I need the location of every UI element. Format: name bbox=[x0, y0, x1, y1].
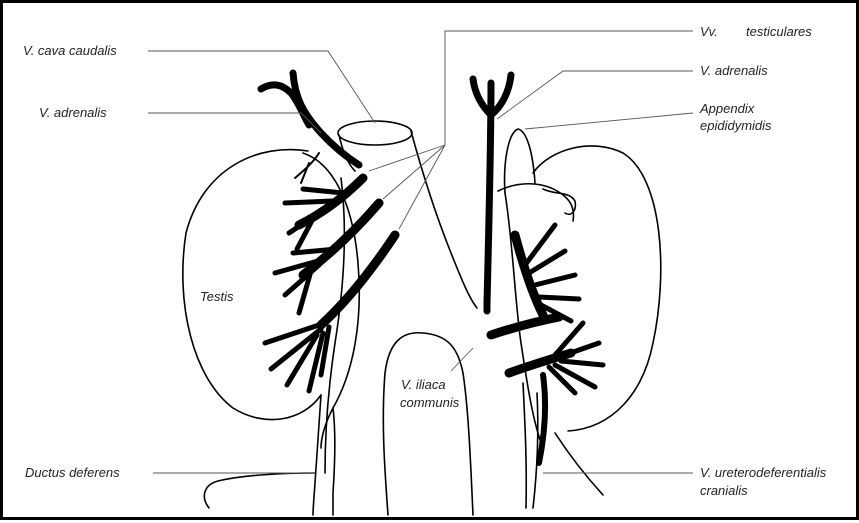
label-v-adrenalis-right: V. adrenalis bbox=[700, 63, 768, 78]
right-testicular-vein-upper-branches bbox=[525, 225, 579, 321]
right-testicular-vein-lower-branches bbox=[549, 323, 603, 393]
right-vein-descending bbox=[539, 375, 545, 463]
label-ductus-deferens: Ductus deferens bbox=[25, 465, 120, 480]
label-v-cava-caudalis: V. cava caudalis bbox=[23, 43, 117, 58]
label-appendix-line1: Appendix bbox=[699, 101, 755, 116]
right-cord-edge bbox=[555, 433, 603, 495]
left-adrenal-branch bbox=[295, 153, 319, 183]
v-iliaca-communis bbox=[383, 333, 473, 515]
label-v-iliaca-line2: communis bbox=[400, 395, 460, 410]
left-v-adrenalis bbox=[261, 73, 359, 165]
label-vv-testiculares: testiculares bbox=[746, 24, 812, 39]
label-v-uretero-line2: cranialis bbox=[700, 483, 748, 498]
left-testicular-vein-3-branches bbox=[265, 323, 329, 391]
label-vv-prefix: Vv. bbox=[700, 24, 718, 39]
label-appendix-line2: epididymidis bbox=[700, 118, 772, 133]
label-v-adrenalis-left: V. adrenalis bbox=[39, 105, 107, 120]
right-epididymis-head-hook bbox=[543, 189, 575, 214]
v-cava-caudalis-top bbox=[338, 121, 412, 145]
left-ductus-cord-edge bbox=[204, 473, 315, 508]
label-v-uretero-line1: V. ureterodeferentialis bbox=[700, 465, 827, 480]
left-ductus-deferens bbox=[313, 395, 335, 515]
label-testis: Testis bbox=[200, 289, 234, 304]
label-v-iliaca-line1: V. iliaca bbox=[401, 377, 446, 392]
right-testicular-vein-mid bbox=[491, 317, 559, 335]
anatomy-diagram: V. cava caudalis V. adrenalis Testis Duc… bbox=[3, 3, 859, 523]
